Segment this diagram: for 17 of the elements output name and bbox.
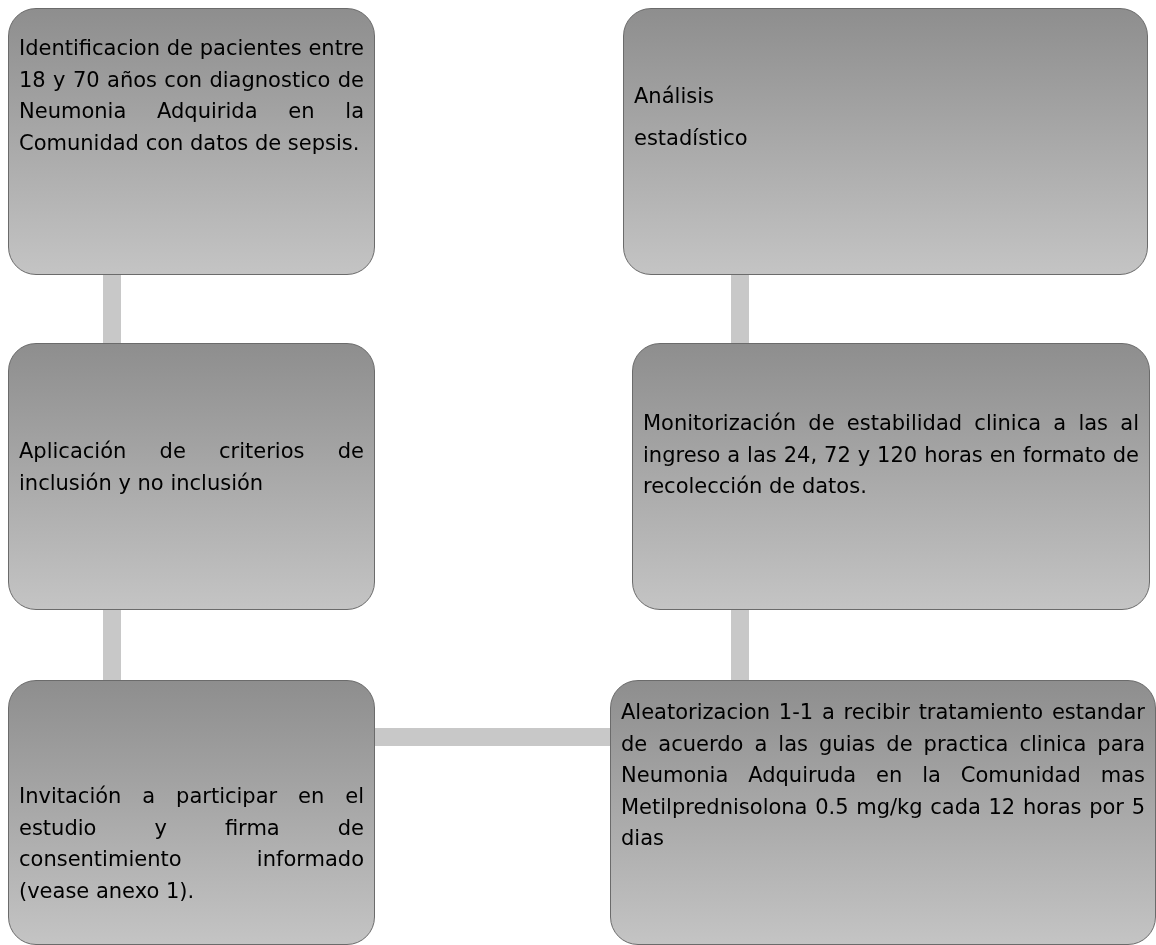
process-box xyxy=(8,8,375,275)
connector-line xyxy=(103,610,121,680)
box-text: Análisis estadístico xyxy=(634,83,749,152)
connector-line xyxy=(103,275,121,343)
box-text: Invitación a participar en el estudio y firma de consentimiento informado (vease anexo 1). xyxy=(19,783,364,905)
box-text: Monitorización de estabilidad clinica a las al ingreso a las 24, 72 y 120 horas en formato de recolección de datos. xyxy=(643,410,1139,500)
process-box xyxy=(623,8,1148,275)
process-box xyxy=(632,343,1150,610)
connector-line xyxy=(731,275,749,343)
process-box xyxy=(610,680,1156,945)
box-text: Identificacion de pacientes entre 18 y 70 años con diagnostico de Neumonia Adquirida en la Comunidad con datos de sepsis. xyxy=(19,35,364,157)
connector-line xyxy=(731,610,749,680)
process-box xyxy=(8,680,375,945)
box-text: Aplicación de criterios de inclusión y no inclusión xyxy=(19,438,364,497)
connector-line xyxy=(375,728,610,746)
process-box xyxy=(8,343,375,610)
box-text: Aleatorizacion 1-1 a recibir tratamiento estandar de acuerdo a las guias de practica clinica para Neumonia Adquiruda en la Comunidad mas Metilprednisolona 0.5 mg/kg cada 12 horas por 5 dias xyxy=(621,699,1145,852)
